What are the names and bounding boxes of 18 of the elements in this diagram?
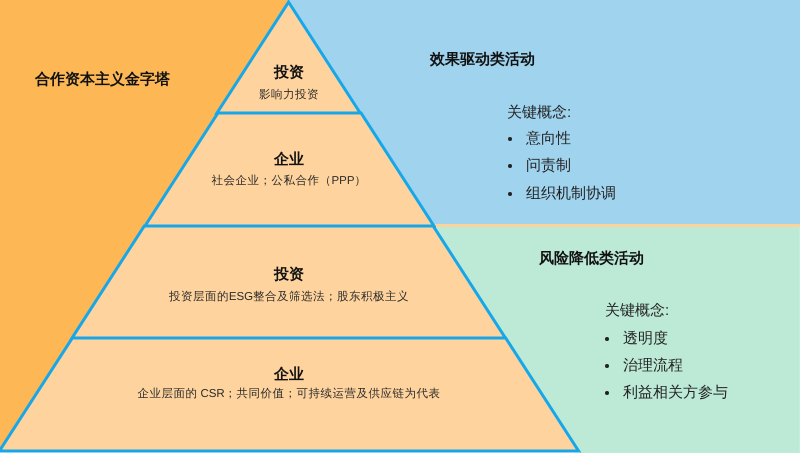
panel-heading: 效果驱动类活动 <box>430 51 535 69</box>
tier-heading: 投资 <box>274 64 304 82</box>
concept-item: 问责制 <box>526 157 571 175</box>
concept-item: 透明度 <box>623 330 668 348</box>
key-concepts-label: 关键概念: <box>605 302 670 320</box>
pyramid-tier <box>69 223 509 341</box>
tier-description: 社会企业；公私合作（PPP） <box>211 175 366 189</box>
tier-heading: 企业 <box>274 151 304 169</box>
panel-heading: 风险降低类活动 <box>539 250 644 268</box>
concept-item: 治理流程 <box>623 356 683 374</box>
concept-item: 意向性 <box>526 130 571 148</box>
tier-description: 影响力投资 <box>258 89 319 103</box>
tier-description: 投资层面的ESG整合及筛选法；股东积极主义 <box>168 291 410 305</box>
concept-item: 利益相关方参与 <box>623 384 728 402</box>
concept-item: 组织机制协调 <box>526 184 616 202</box>
pyramid-title: 合作资本主义金字塔 <box>35 71 170 89</box>
tier-heading: 投资 <box>274 266 304 284</box>
key-concepts-label: 关键概念: <box>507 104 572 122</box>
